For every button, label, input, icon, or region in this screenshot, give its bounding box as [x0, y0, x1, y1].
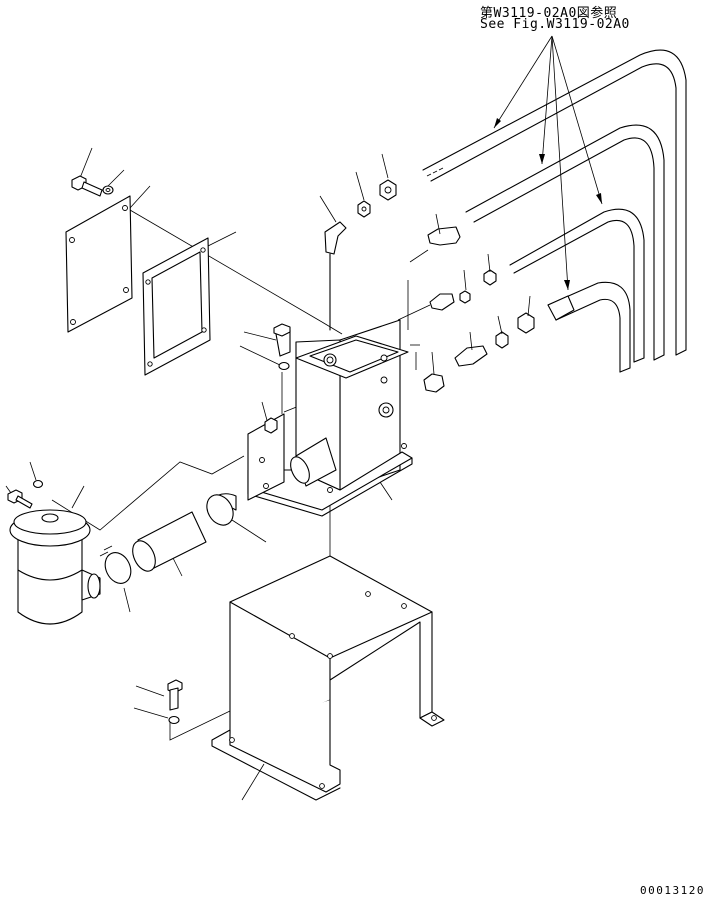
- reference-note-jp: 第W3119-02A0図参照: [480, 6, 618, 21]
- fittings: [324, 179, 535, 393]
- hose-clamps: [99, 493, 237, 584]
- hose-lines: [422, 49, 687, 373]
- tank-box: [247, 319, 413, 517]
- drawing-number: 00013120: [640, 884, 705, 897]
- air-cleaner: [7, 479, 101, 625]
- bolt-top-left: [71, 175, 114, 197]
- reference-note-en: See Fig.W3119-02A0: [480, 17, 630, 32]
- gasket: [142, 237, 211, 376]
- reference-arrows: [493, 35, 603, 291]
- mounting-stand: [167, 555, 445, 801]
- cover-plate: [65, 195, 133, 333]
